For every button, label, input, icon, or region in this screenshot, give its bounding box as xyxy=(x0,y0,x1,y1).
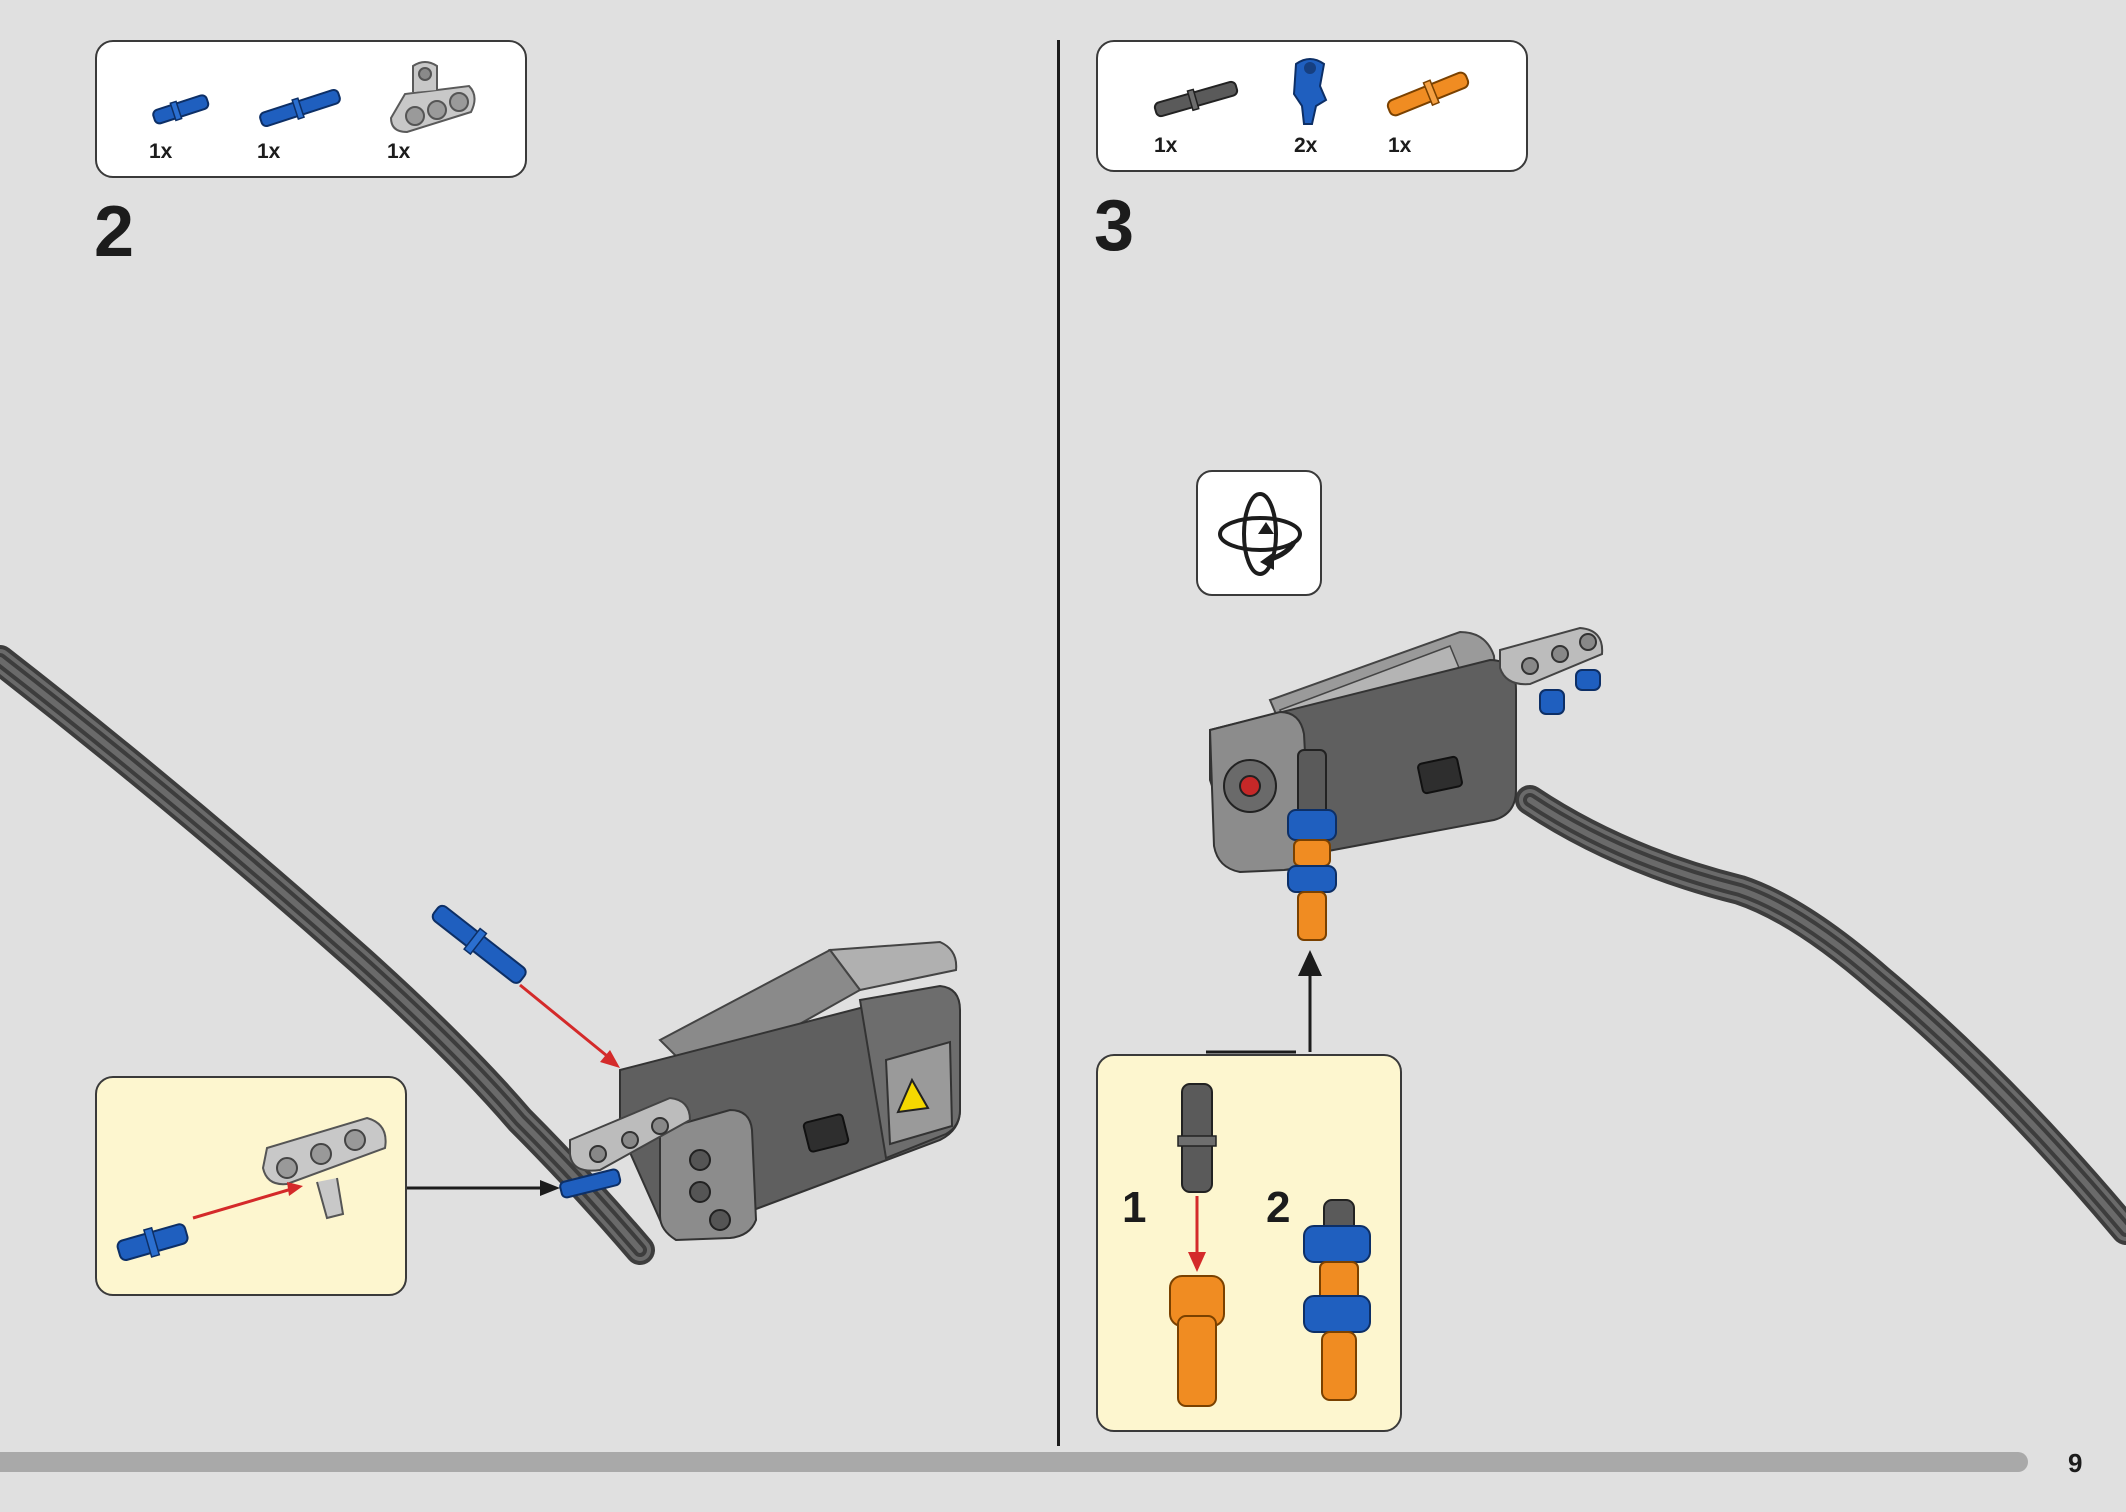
step3-part-qty-1: 1x xyxy=(1154,134,1178,157)
red-arrow-step2-top xyxy=(519,983,620,1068)
blue-axle-connector-icon xyxy=(1292,58,1328,125)
step3-part-qty-2: 2x xyxy=(1294,134,1318,157)
grey-beam-icon xyxy=(389,61,476,134)
step2-part-qty-2: 1x xyxy=(257,140,281,163)
rotate-model-icon xyxy=(1218,492,1302,576)
callout-beam-assembly xyxy=(116,1116,387,1261)
motor-right xyxy=(1208,626,1604,941)
step2-callout xyxy=(95,1076,407,1296)
page-number: 9 xyxy=(2068,1448,2083,1478)
step3-callout: 1 2 xyxy=(1096,1054,1402,1432)
step3-substep-1: 1 xyxy=(1122,1183,1147,1232)
step3-number: 3 xyxy=(1094,186,1135,266)
bottom-progress-bar xyxy=(0,1452,2028,1472)
blue-long-pin-icon xyxy=(259,88,341,128)
step2-parts-box: 1x 1x 1x xyxy=(95,40,527,178)
step2-part-qty-1: 1x xyxy=(149,140,173,163)
step3-substep-2: 2 xyxy=(1266,1183,1291,1232)
motor-cable xyxy=(0,645,655,1265)
step2-number: 2 xyxy=(94,192,135,272)
motor-cable-right xyxy=(1515,785,2126,1245)
step2-part-qty-3: 1x xyxy=(387,140,411,163)
dark-grey-axle-pin-icon xyxy=(1153,80,1239,118)
motor-left xyxy=(559,940,961,1242)
blue-long-pin-floating xyxy=(431,904,527,984)
page-divider xyxy=(1057,40,1060,1446)
rotate-box xyxy=(1196,470,1322,596)
blue-pin-icon xyxy=(152,94,210,125)
black-arrow-callout xyxy=(407,1180,560,1196)
step3-parts-box: 1x 2x 1x xyxy=(1096,40,1528,172)
substep1-parts xyxy=(1169,1083,1225,1407)
step3-part-qty-3: 1x xyxy=(1388,134,1412,157)
black-arrow-up xyxy=(1206,950,1322,1054)
orange-pin-icon xyxy=(1386,71,1470,117)
substep2-assembly xyxy=(1303,1199,1371,1401)
